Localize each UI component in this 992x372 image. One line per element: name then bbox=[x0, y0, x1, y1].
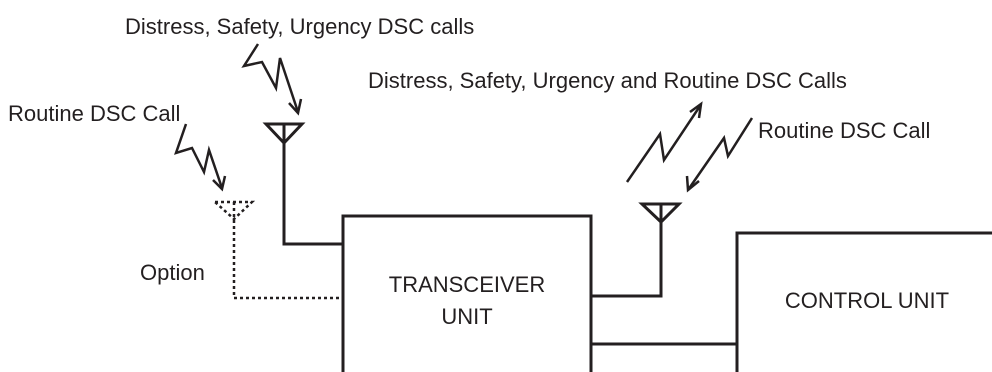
label-option: Option bbox=[140, 260, 205, 285]
transceiver-unit-box bbox=[341, 214, 593, 372]
label-distress-safety-urgency: Distress, Safety, Urgency DSC calls bbox=[125, 14, 474, 39]
signal-arrow-distress-icon bbox=[241, 43, 303, 116]
signal-arrow-routine-right-icon bbox=[685, 117, 754, 193]
antenna-icon-left bbox=[262, 122, 343, 246]
label-routine-dsc-call-left: Routine DSC Call bbox=[8, 101, 180, 126]
transceiver-unit-label-line2: UNIT bbox=[441, 304, 492, 329]
label-routine-dsc-call-right: Routine DSC Call bbox=[758, 118, 930, 143]
control-unit-box bbox=[735, 231, 992, 372]
signal-arrow-routine-left-icon bbox=[174, 123, 227, 192]
transceiver-unit-label-line1: TRANSCEIVER bbox=[389, 272, 545, 297]
antenna-icon-option bbox=[211, 200, 343, 300]
control-unit-label: CONTROL UNIT bbox=[785, 288, 949, 313]
label-all-dsc-calls: Distress, Safety, Urgency and Routine DS… bbox=[368, 68, 847, 93]
signal-arrow-outgoing-icon bbox=[625, 101, 703, 183]
antenna-icon-right bbox=[591, 202, 683, 298]
